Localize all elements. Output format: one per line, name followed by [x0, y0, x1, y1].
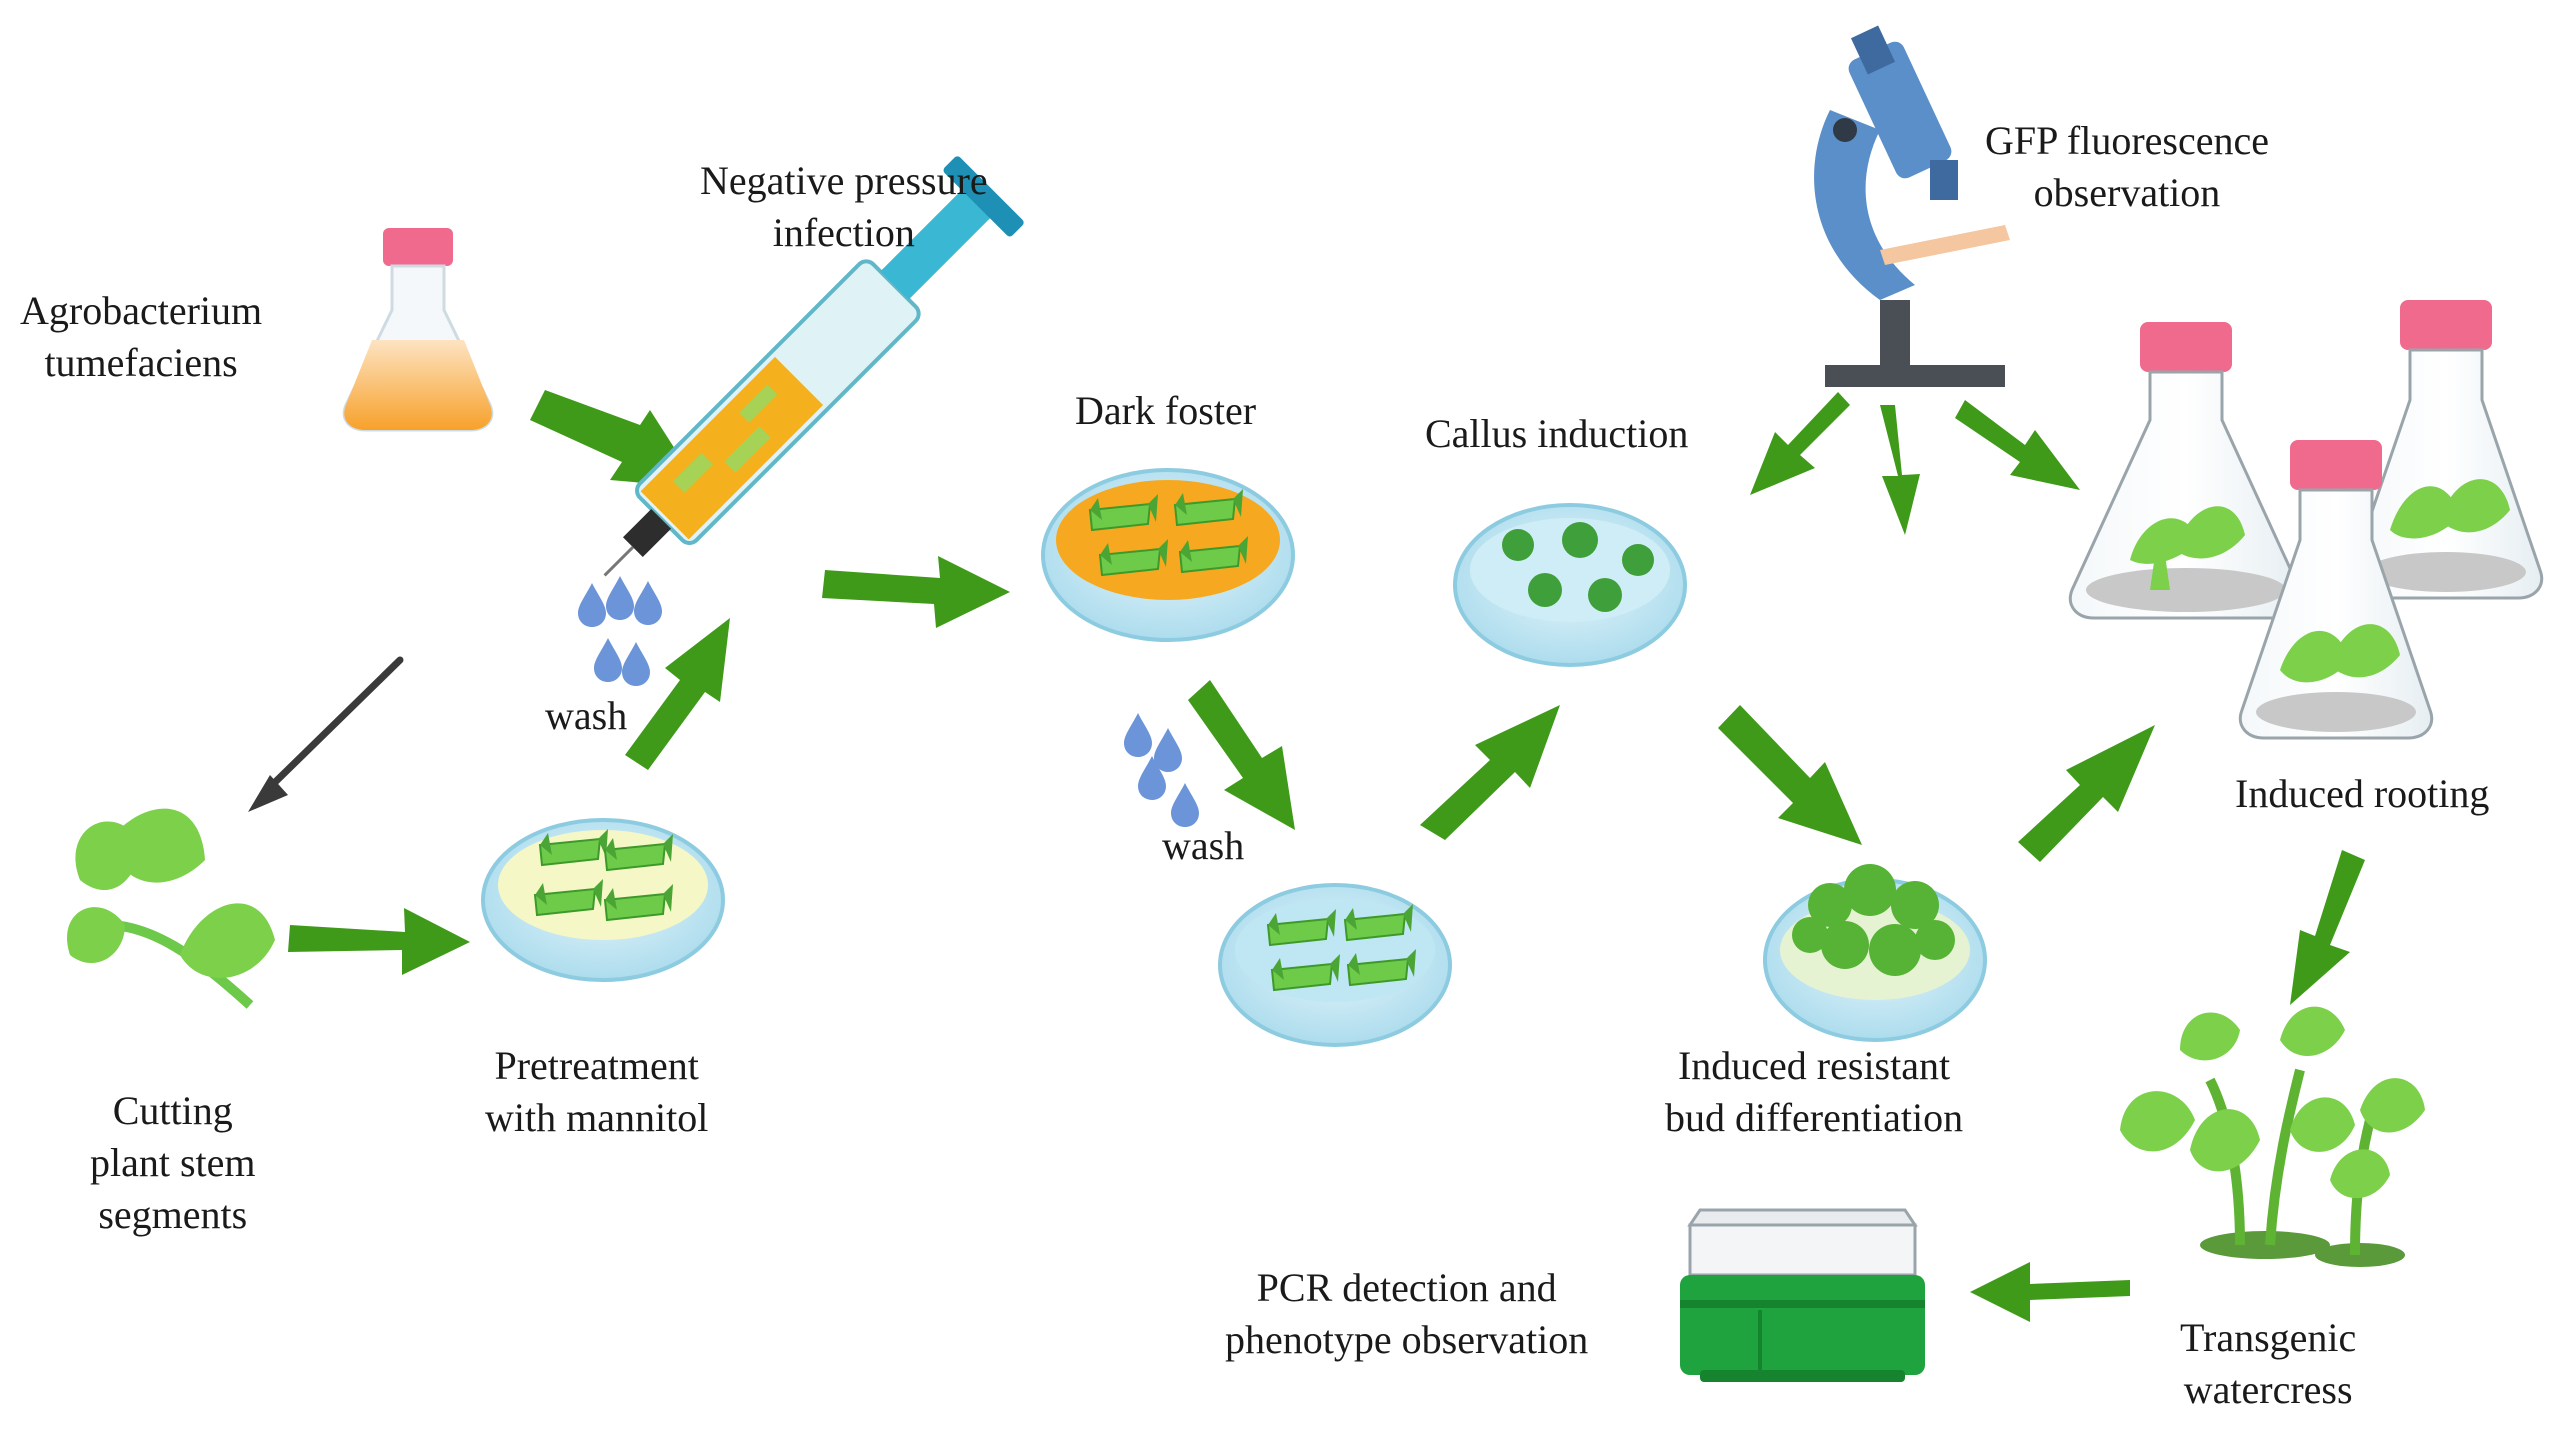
arrow-microscope-to-rooting — [1955, 400, 2080, 490]
petri-dish-icon-dark-foster — [1041, 468, 1295, 642]
label-dark-foster: Dark foster — [1075, 388, 1257, 433]
arrow-cutting-to-pretreatment — [288, 908, 470, 975]
label-wash-1: wash — [545, 693, 628, 738]
arrows — [288, 390, 2365, 1322]
flask-icon — [342, 228, 494, 432]
arrow-syringe-to-dark-dish — [822, 556, 1010, 628]
label-wash-2: wash — [1162, 823, 1245, 868]
petri-dish-icon-washed — [1218, 883, 1452, 1047]
culture-flask-icon-3 — [2239, 440, 2433, 740]
arrow-wash-to-syringe — [625, 618, 730, 770]
petri-dish-icon-callus — [1453, 503, 1687, 667]
scalpel-icon — [248, 656, 404, 812]
arrow-microscope-down — [1880, 405, 1920, 535]
pcr-machine-icon — [1680, 1208, 1925, 1382]
arrow-wash-dish-to-callus — [1420, 705, 1560, 840]
label-induced-rooting: Induced rooting — [2235, 771, 2490, 816]
petri-dish-icon — [481, 818, 725, 982]
arrow-dark-dish-down — [1188, 680, 1295, 830]
arrow-microscope-to-callus — [1750, 392, 1850, 495]
plant-icon-transgenic — [2120, 1006, 2425, 1267]
microscope-icon — [1814, 25, 2010, 387]
water-drops-icon — [578, 576, 662, 686]
culture-flask-icon-2 — [2349, 300, 2543, 600]
plant-icon — [67, 808, 275, 1009]
petri-dish-icon-resistant — [1763, 864, 1987, 1042]
arrow-resistant-to-rooting — [2018, 725, 2155, 862]
water-drops-icon-2 — [1124, 713, 1199, 827]
arrow-transgenic-to-pcr — [1970, 1262, 2130, 1322]
arrow-callus-to-resistant — [1718, 705, 1862, 845]
culture-flask-icon — [2069, 322, 2303, 620]
arrow-rooting-to-transgenic — [2290, 850, 2365, 1005]
label-callus-induction: Callus induction — [1425, 411, 1689, 456]
syringe-icon — [603, 156, 1024, 577]
